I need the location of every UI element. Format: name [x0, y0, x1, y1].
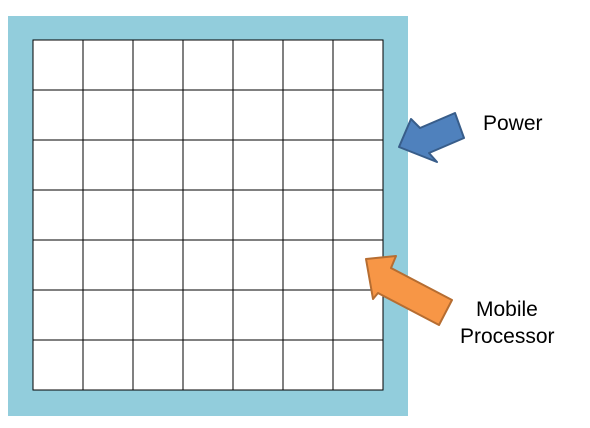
grid-cell [32, 239, 84, 291]
grid-cell [132, 289, 184, 341]
grid-cell [132, 339, 184, 391]
grid-cell [182, 39, 234, 91]
grid-cell [232, 89, 284, 141]
grid-cell [332, 339, 384, 391]
grid-cell [282, 289, 334, 341]
grid-cell [332, 89, 384, 141]
power-label: Power [483, 112, 543, 135]
grid-cell [332, 139, 384, 191]
grid-cell [232, 39, 284, 91]
grid-cell [232, 189, 284, 241]
grid-cell [232, 139, 284, 191]
grid-cell [82, 239, 134, 291]
grid-cell [232, 239, 284, 291]
grid-cell [132, 239, 184, 291]
grid-cell [332, 39, 384, 91]
grid-cell [32, 189, 84, 241]
grid-cell [282, 89, 334, 141]
core-grid [32, 39, 384, 391]
grid-cell [282, 239, 334, 291]
grid-cell [32, 339, 84, 391]
grid-cell [32, 89, 84, 141]
grid-cell [132, 89, 184, 141]
grid-cell [282, 339, 334, 391]
grid-cell [32, 289, 84, 341]
processor-arrow-icon [365, 255, 453, 326]
grid-cell [82, 289, 134, 341]
grid-cell [332, 189, 384, 241]
grid-cell [232, 289, 284, 341]
grid-cell [82, 89, 134, 141]
grid-cell [82, 39, 134, 91]
grid-cell [232, 339, 284, 391]
mobile-processor-label-line2: Processor [460, 325, 555, 348]
grid-cell [182, 139, 234, 191]
grid-cell [82, 189, 134, 241]
grid-cell [82, 339, 134, 391]
grid-cell [282, 39, 334, 91]
grid-cell [182, 239, 234, 291]
grid-cell [182, 189, 234, 241]
mobile-processor-label-line1: Mobile [476, 298, 538, 321]
grid-cell [132, 139, 184, 191]
grid-cell [182, 89, 234, 141]
power-arrow-icon [398, 112, 465, 163]
grid-cell [132, 189, 184, 241]
grid-cell [182, 339, 234, 391]
grid-cell [282, 189, 334, 241]
grid-cell [132, 39, 184, 91]
grid-cell [182, 289, 234, 341]
grid-cell [32, 39, 84, 91]
grid-cell [282, 139, 334, 191]
grid-cell [32, 139, 84, 191]
grid-cell [82, 139, 134, 191]
